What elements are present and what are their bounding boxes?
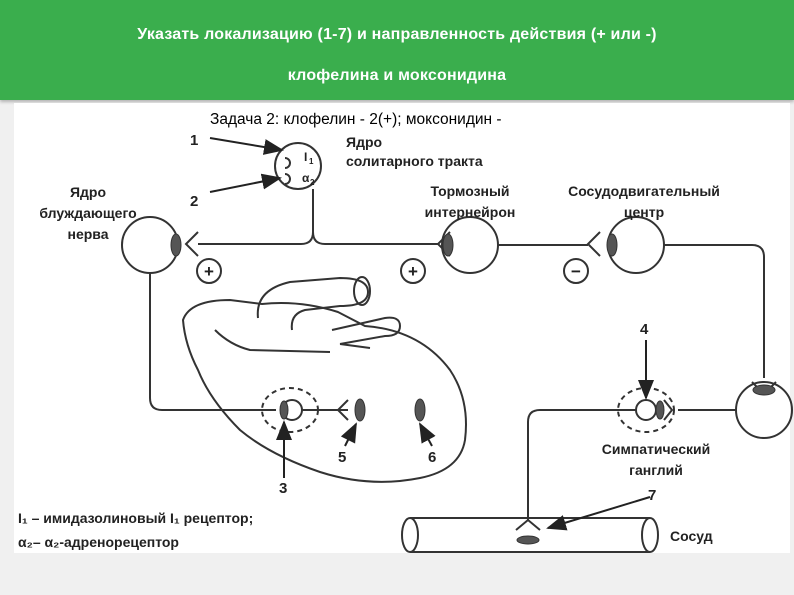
pulmonary-branch <box>339 343 371 349</box>
synapse-ganglion <box>663 399 674 421</box>
synapse-vessel <box>515 518 541 531</box>
task-text: Задача 2: клофелин - 2(+); моксонидин - <box>208 111 504 129</box>
arrow-5 <box>340 422 357 447</box>
arrow-2 <box>209 173 282 193</box>
ganglion-receptor <box>655 400 665 420</box>
minus-sign: − <box>571 262 581 281</box>
vessel-end-right <box>641 517 659 553</box>
vagus-receptor <box>170 233 182 257</box>
synapse-vasomotor <box>586 231 601 257</box>
plus-sign-2: + <box>408 262 418 281</box>
vessel-label: Сосуд <box>670 528 713 544</box>
plus-sign-circle-1 <box>196 258 222 284</box>
receptor-i1-mark <box>284 157 291 169</box>
solitary-label-line-2: солитарного тракта <box>346 153 483 169</box>
arrow-6 <box>419 422 436 447</box>
receptor-5-mark <box>354 398 366 422</box>
axon-to-interneuron <box>312 189 438 245</box>
synapse-cardiac <box>336 399 349 421</box>
i1-subscript: 1 <box>309 157 314 166</box>
interneuron-receptor <box>442 233 454 257</box>
arrow-1 <box>209 137 284 155</box>
synapse-vagus <box>184 231 199 257</box>
vagus-label-line-2: блуждающего <box>39 205 136 221</box>
minus-sign-circle <box>563 258 589 284</box>
label-3: 3 <box>279 480 287 497</box>
vessel-end-left <box>401 517 419 553</box>
ganglion-neuron <box>635 399 657 421</box>
heart-inner-fold <box>214 329 331 353</box>
vagus-neuron <box>121 216 179 274</box>
vasomotor-axon <box>664 244 765 378</box>
diagram-background <box>14 103 790 553</box>
postganglionic-fiber <box>527 409 636 520</box>
vagus-axon <box>149 273 276 411</box>
axon-to-vagus <box>198 231 314 245</box>
vagus-label-line-1: Ядро <box>70 184 106 200</box>
alpha2-subscript: 2 <box>310 178 315 187</box>
plus-sign-circle-2 <box>400 258 426 284</box>
vasomotor-receptor <box>606 233 618 257</box>
label-2: 2 <box>190 193 198 210</box>
plus-sign-1: + <box>204 262 214 281</box>
interneuron-label-line-1: Тормозный <box>430 183 509 199</box>
ganglion-label-line-1: Симпатический <box>602 441 711 457</box>
receptor-a2-mark <box>284 173 291 185</box>
vasomotor-label-line-1: Сосудодвигательный <box>568 183 720 199</box>
vasomotor-label-line-2: центр <box>624 204 664 220</box>
label-4: 4 <box>640 321 649 338</box>
arrow-7 <box>546 496 651 531</box>
heart-outline <box>181 298 467 483</box>
vagus-label-line-3: нерва <box>67 226 108 242</box>
ganglion-label-line-2: ганглий <box>629 462 683 478</box>
header-line-1: Указать локализацию (1-7) и направленнос… <box>137 26 657 43</box>
i1-symbol: I <box>304 150 307 164</box>
legend-line-2: α₂– α₂-адренорецептор <box>18 534 179 550</box>
legend-line-1: I₁ – имидазолиновый I₁ рецептор; <box>18 510 253 526</box>
aorta-opening <box>353 276 371 306</box>
pulmonary-artery <box>331 316 402 345</box>
label-5: 5 <box>338 449 346 466</box>
interneuron-label-line-2: интернейрон <box>425 204 516 220</box>
cardiac-ganglion-receptor <box>279 400 289 420</box>
spinal-receptor <box>752 384 776 396</box>
slide-header: Указать локализацию (1-7) и направленнос… <box>0 0 794 100</box>
receptor-6-mark <box>414 398 426 422</box>
label-6: 6 <box>428 449 436 466</box>
label-7: 7 <box>648 487 656 504</box>
aorta <box>256 276 370 331</box>
alpha2-symbol: α <box>302 171 310 185</box>
header-line-2: клофелина и моксонидина <box>287 67 507 84</box>
vessel-walls <box>410 517 650 553</box>
solitary-label-line-1: Ядро <box>346 134 382 150</box>
vessel-receptor <box>516 535 540 545</box>
label-1: 1 <box>190 132 198 149</box>
solitary-nucleus-neuron <box>274 142 322 190</box>
